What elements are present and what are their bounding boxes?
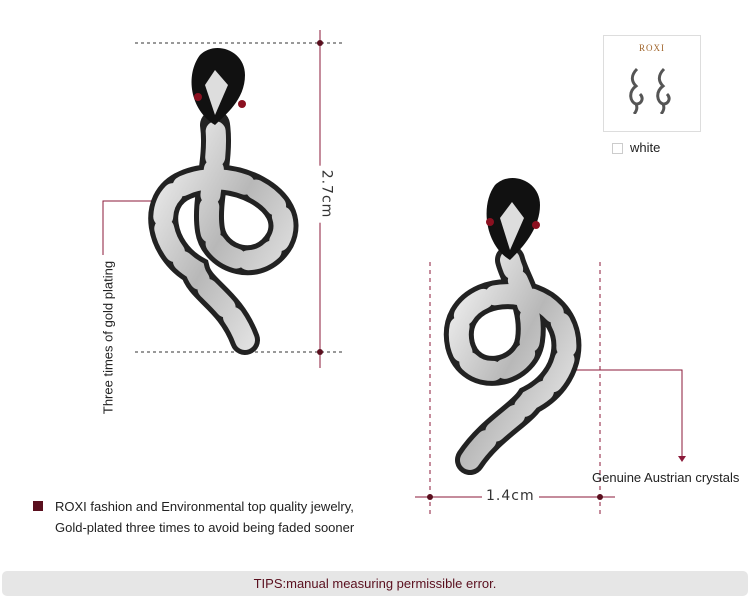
height-label: 2.7cm <box>318 165 335 223</box>
crystals-label: Genuine Austrian crystals <box>592 470 740 485</box>
description-line-1: ROXI fashion and Environmental top quali… <box>55 499 354 514</box>
thumbnail-earrings <box>629 67 671 114</box>
bullet-square <box>33 501 43 511</box>
crystal-callout-line <box>555 369 683 460</box>
brand-logo: ROXI <box>639 43 665 53</box>
plating-callout-line <box>102 200 160 255</box>
snake-earring-left <box>148 47 299 355</box>
plating-label: Three times of gold plating <box>100 260 116 415</box>
width-label: 1.4cm <box>482 488 539 504</box>
color-option-label[interactable]: white <box>630 140 661 155</box>
snake-earring-right <box>443 177 582 475</box>
color-thumbnail[interactable]: ROXI <box>603 35 701 132</box>
color-checkbox[interactable] <box>612 143 623 154</box>
tips-bar: TIPS:manual measuring permissible error. <box>2 571 748 596</box>
description-line-2: Gold-plated three times to avoid being f… <box>55 520 355 535</box>
